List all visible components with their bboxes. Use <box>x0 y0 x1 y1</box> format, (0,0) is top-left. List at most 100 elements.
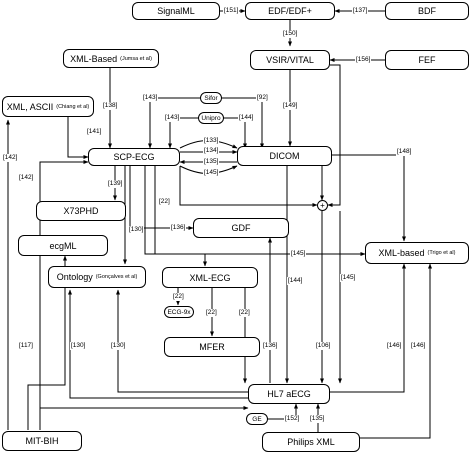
junction-plus: + <box>317 200 328 211</box>
node-x73phd-label: X73PHD <box>63 206 99 216</box>
edge-label-143a: [143] <box>142 94 159 102</box>
edge-scp-trigo <box>144 166 366 256</box>
node-gdf: GDF <box>193 218 289 238</box>
edge-label-136b: [136] <box>262 342 279 350</box>
node-gdf-label: GDF <box>231 223 251 233</box>
edge-scp-junction <box>179 166 318 207</box>
node-x73phd: X73PHD <box>36 201 126 221</box>
node-signalml: SignalML <box>132 2 220 20</box>
edge-label-106: [106] <box>315 342 332 350</box>
edge-mit-scp <box>39 160 89 430</box>
node-vsir: VSIR/VITAL <box>250 50 330 70</box>
edge-label-151: [151] <box>223 7 240 15</box>
edge-label-134: [134] <box>203 147 220 155</box>
edge-label-135b: [135] <box>309 415 326 423</box>
edge-label-22a: [22] <box>158 198 171 206</box>
edge-label-144b: [144] <box>287 277 304 285</box>
edge-vsir-junction <box>327 64 341 207</box>
edge-label-135: [135] <box>203 158 220 166</box>
node-vsir-label: VSIR/VITAL <box>266 55 314 65</box>
edge-label-22b: [22] <box>172 293 185 301</box>
node-signalml-label: SignalML <box>157 6 195 16</box>
node-mfer: MFER <box>164 337 260 357</box>
node-edf-label: EDF/EDF+ <box>268 6 312 16</box>
node-mit-bih-label: MIT-BIH <box>25 436 59 446</box>
node-bdf-label: BDF <box>418 6 436 16</box>
node-xml-based-trigo-label: XML-based <box>378 248 425 258</box>
node-scp-ecg-label: SCP-ECG <box>113 152 155 162</box>
edge-ascii-scp <box>67 117 89 159</box>
node-xml-based-jumsa-sub: (Jumsa et al) <box>120 55 152 62</box>
node-ecg-9x: ECG-9x <box>164 306 194 318</box>
edge-label-148: [148] <box>396 148 413 156</box>
node-mit-bih: MIT-BIH <box>2 431 82 451</box>
edge-label-22c: [22] <box>205 309 218 317</box>
node-sifor-label: Sifor <box>204 94 218 102</box>
edge-label-141: [141] <box>86 128 103 136</box>
edge-label-145a: [145] <box>203 169 220 177</box>
node-sifor: Sifor <box>200 92 222 104</box>
node-xml-ascii: XML, ASCII(Chiang et al) <box>2 96 94 117</box>
edge-label-146b: [146] <box>410 342 427 350</box>
node-bdf: BDF <box>385 2 469 20</box>
node-dicom: DICOM <box>237 146 332 166</box>
node-ecgml: ecgML <box>18 235 108 256</box>
node-philips: Philips XML <box>262 432 360 452</box>
edge-label-145c: [145] <box>340 274 357 282</box>
node-xml-based-trigo-sub: (Trigo et al) <box>427 250 456 256</box>
node-ge: GE <box>246 413 268 425</box>
edge-label-136a: [136] <box>170 224 187 232</box>
node-hl7-label: HL7 aECG <box>267 389 311 399</box>
edge-label-143b: [143] <box>164 114 181 122</box>
node-unipro: Unipro <box>198 112 224 124</box>
node-ge-label: GE <box>252 415 262 423</box>
node-ontology: Ontology(Gonçalves et al) <box>48 266 146 288</box>
node-edf: EDF/EDF+ <box>245 2 335 20</box>
edge-label-130c: [130] <box>110 342 127 350</box>
node-xml-based-jumsa-label: XML-Based <box>70 53 118 64</box>
edge-label-149: [149] <box>282 102 299 110</box>
node-fef: FEF <box>385 50 469 70</box>
edge-label-130a: [130] <box>128 226 145 234</box>
edge-label-142b: [142] <box>18 174 35 182</box>
node-xml-based-jumsa: XML-Based(Jumsa et al) <box>63 49 159 68</box>
node-xml-ascii-label: XML, ASCII <box>6 101 54 112</box>
edge-mit-ecgml <box>27 255 67 430</box>
node-xml-ascii-sub: (Chiang et al) <box>56 103 90 110</box>
node-ontology-label: Ontology <box>56 272 93 282</box>
edge-label-156: [156] <box>355 56 372 64</box>
edge-label-144a: [144] <box>238 114 255 122</box>
node-fef-label: FEF <box>418 55 436 65</box>
edge-label-117: [117] <box>18 342 34 350</box>
node-mfer-label: MFER <box>199 342 225 352</box>
edge-label-145b: [145] <box>290 250 307 258</box>
edge-philips-trigo <box>360 263 432 439</box>
edge-mit-hl7 <box>39 406 249 430</box>
edge-hl7-trigo-a <box>330 263 406 393</box>
edge-label-146a: [146] <box>386 342 403 350</box>
node-dicom-label: DICOM <box>269 151 300 161</box>
node-ontology-sub: (Gonçalves et al) <box>95 274 138 280</box>
edge-sifor-right <box>222 97 264 149</box>
edge-label-92: [92] <box>256 94 269 102</box>
node-xml-based-trigo: XML-based(Trigo et al) <box>365 242 469 264</box>
edge-sifor-left <box>148 97 200 149</box>
node-ecg-9x-label: ECG-9x <box>167 308 191 316</box>
node-scp-ecg: SCP-ECG <box>88 148 180 166</box>
edge-hl7-ontology-b <box>116 289 248 393</box>
edge-unipro-left <box>168 117 200 149</box>
edge-label-22d: [22] <box>238 309 251 317</box>
edge-label-137: [137] <box>352 7 369 15</box>
node-philips-label: Philips XML <box>287 437 335 447</box>
node-unipro-label: Unipro <box>201 114 221 122</box>
edge-hl7-ontology-a <box>68 289 248 399</box>
edge-label-133: [133] <box>203 137 220 145</box>
node-xml-ecg: XML-ECG <box>162 267 258 288</box>
node-xml-ecg-label: XML-ECG <box>189 272 231 283</box>
node-ecgml-label: ecgML <box>49 240 77 251</box>
edge-label-150: [150] <box>282 30 299 38</box>
junction-symbol: + <box>320 200 325 210</box>
edge-label-130b: [130] <box>70 342 87 350</box>
edge-dicom-trigo <box>332 154 406 242</box>
